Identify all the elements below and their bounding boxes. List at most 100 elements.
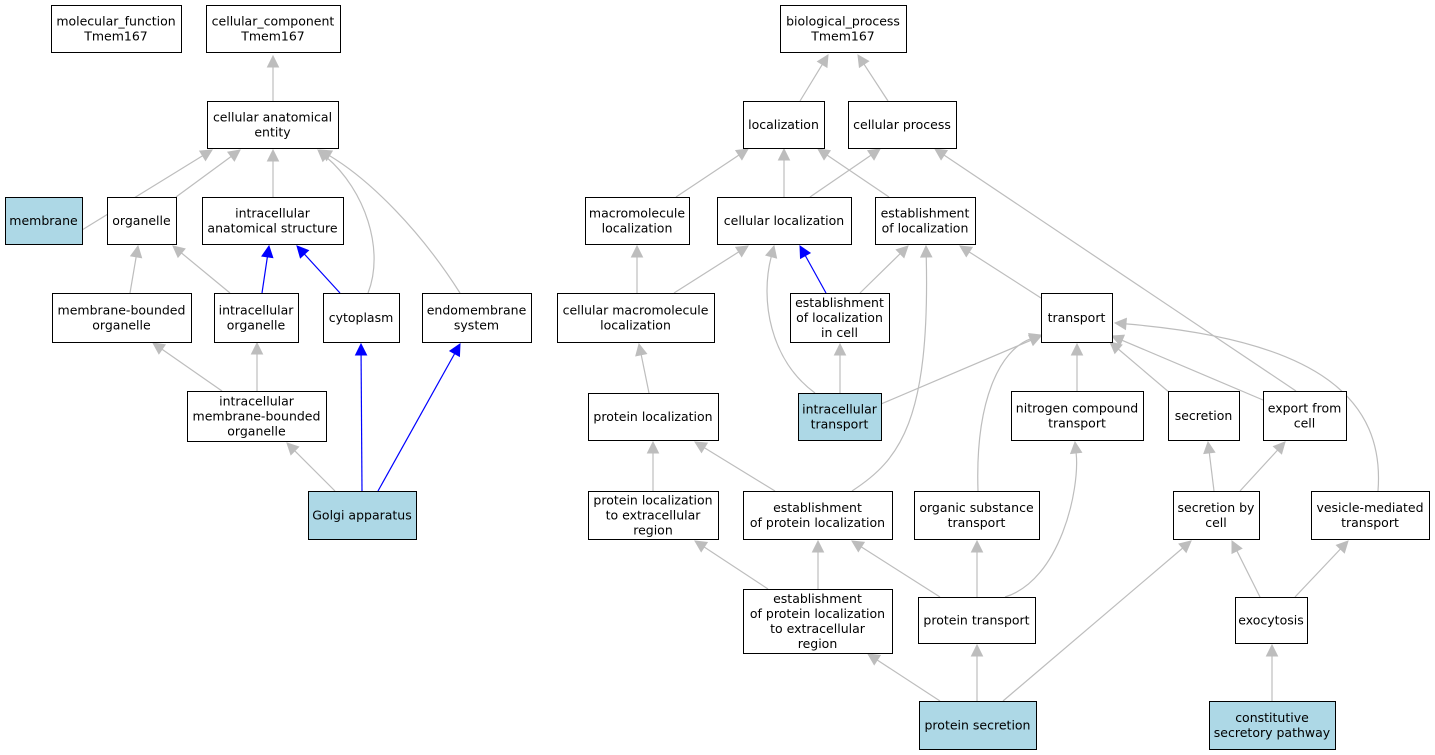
node-mbo-label-line: membrane-bounded (58, 303, 186, 318)
node-eol-box[interactable] (875, 197, 976, 245)
node-pler-label-line: protein localization (593, 493, 712, 508)
node-cl[interactable]: cellular localization (717, 197, 852, 245)
node-golgi-box[interactable] (308, 491, 417, 540)
node-eol-label-line: establishment (881, 206, 970, 221)
node-secretion[interactable]: secretion (1168, 391, 1240, 441)
edge-pt-to-ost (970, 539, 984, 597)
node-csp-box[interactable] (1209, 701, 1336, 750)
node-membrane[interactable]: membrane (5, 197, 83, 245)
node-secretion-label-line: secretion (1175, 408, 1233, 423)
node-pl[interactable]: protein localization (588, 393, 719, 441)
node-vmt-box[interactable] (1311, 491, 1430, 540)
node-cytoplasm-box[interactable] (323, 293, 400, 343)
node-exo-label-line: exocytosis (1238, 613, 1303, 628)
edge-mml-to-loc (675, 148, 749, 198)
node-pt-label-line: protein transport (923, 613, 1029, 628)
node-sbc-box[interactable] (1173, 491, 1260, 540)
node-ias-label-line: intracellular (235, 206, 311, 221)
node-cae-box[interactable] (207, 101, 339, 149)
edge-it-to-cl (765, 244, 816, 394)
node-imbo-label-line: intracellular (219, 394, 295, 409)
node-mf-box[interactable] (51, 5, 182, 53)
node-exo[interactable]: exocytosis (1235, 597, 1308, 644)
node-cp[interactable]: cellular process (848, 101, 957, 149)
node-endo-box[interactable] (422, 293, 532, 343)
node-mml-box[interactable] (585, 197, 690, 245)
node-ps-box[interactable] (919, 701, 1037, 750)
node-sbc-label-line: secretion by (1178, 500, 1255, 515)
node-transport[interactable]: transport (1041, 293, 1113, 343)
node-epler-box[interactable] (743, 589, 893, 654)
node-cl-box[interactable] (717, 197, 852, 245)
node-vmt-label-line: transport (1341, 515, 1399, 530)
edge-elc-to-eol (859, 245, 909, 294)
node-epl-box[interactable] (743, 491, 893, 540)
edge-organelle-to-cae (175, 149, 241, 198)
node-epler-label-line: of protein localization (750, 606, 885, 621)
node-pt-box[interactable] (918, 597, 1036, 644)
node-mbo-box[interactable] (52, 293, 192, 343)
node-cc-label-line: Tmem167 (240, 29, 305, 44)
node-epl-label-line: of protein localization (750, 515, 885, 530)
node-loc[interactable]: localization (743, 101, 825, 149)
edge-secretion-to-transport (1109, 341, 1171, 394)
node-transport-box[interactable] (1041, 293, 1113, 343)
node-elc-box[interactable] (790, 293, 890, 343)
edge-efc-to-transport (1110, 334, 1264, 401)
node-epler-label-line: to extracellular (770, 621, 866, 636)
node-membrane-box[interactable] (5, 197, 83, 245)
edge-mbo-to-organelle (129, 244, 143, 294)
node-efc-label-line: export from (1268, 401, 1342, 416)
edge-imbo-to-mbo (152, 342, 223, 392)
node-ps[interactable]: protein secretion (919, 701, 1037, 750)
node-imbo-box[interactable] (187, 391, 327, 442)
node-it-box[interactable] (798, 393, 882, 441)
node-pt[interactable]: protein transport (918, 597, 1036, 644)
node-ost-label-line: organic substance (919, 500, 1034, 515)
node-epler-label-line: establishment (773, 591, 862, 606)
node-secretion-box[interactable] (1168, 391, 1240, 441)
node-nct-box[interactable] (1011, 391, 1144, 441)
node-ost-box[interactable] (914, 491, 1040, 540)
node-ias-box[interactable] (202, 197, 344, 245)
node-cytoplasm[interactable]: cytoplasm (323, 293, 400, 343)
node-pler-box[interactable] (588, 491, 719, 540)
node-cp-box[interactable] (848, 101, 957, 149)
node-golgi[interactable]: Golgi apparatus (308, 491, 417, 540)
node-organelle[interactable]: organelle (107, 197, 177, 245)
node-exo-box[interactable] (1235, 597, 1308, 644)
node-organelle-box[interactable] (107, 197, 177, 245)
node-io-box[interactable] (214, 293, 299, 343)
node-bp-box[interactable] (780, 5, 907, 53)
node-loc-box[interactable] (743, 101, 825, 149)
node-pl-box[interactable] (588, 393, 719, 441)
node-transport-label-line: transport (1048, 310, 1106, 325)
node-cc-box[interactable] (206, 5, 341, 53)
node-cytoplasm-label-line: cytoplasm (329, 310, 394, 325)
node-cml-box[interactable] (557, 293, 715, 343)
node-efc-box[interactable] (1263, 391, 1347, 441)
